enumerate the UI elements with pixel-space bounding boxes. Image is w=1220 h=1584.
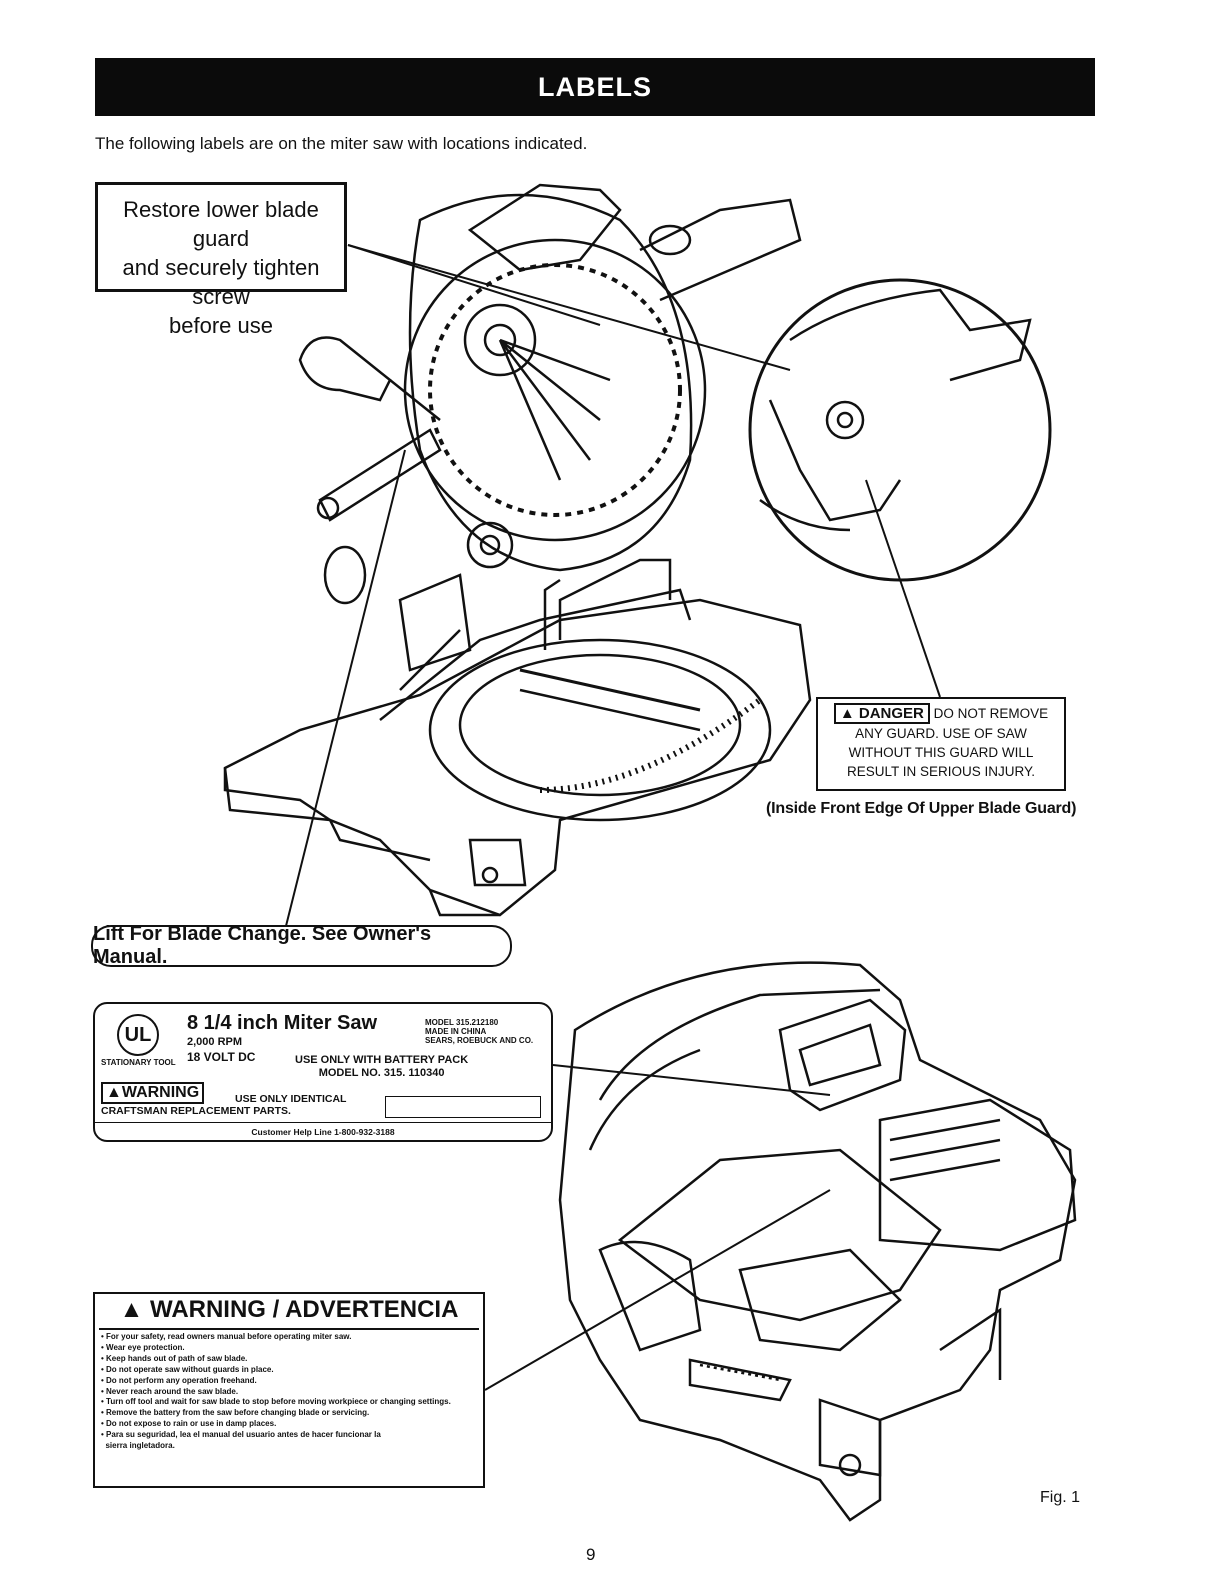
intro-text: The following labels are on the miter sa… <box>95 134 588 153</box>
guard-label-line: Restore lower blade guard <box>123 197 319 251</box>
danger-line: RESULT IN SERIOUS INJURY. <box>846 764 1036 779</box>
danger-label-caption: (Inside Front Edge Of Upper Blade Guard) <box>766 800 1077 817</box>
section-header: LABELS <box>95 58 1095 116</box>
danger-line: ANY GUARD. USE OF SAW <box>855 726 1027 741</box>
guard-label-line: before use <box>169 313 273 338</box>
list-item: • For your safety, read owners manual be… <box>101 1332 352 1341</box>
danger-line: WITHOUT THIS GUARD WILL <box>848 745 1034 760</box>
blade-guard-label: Restore lower blade guard and securely t… <box>95 182 347 338</box>
rating-battery-block: USE ONLY WITH BATTERY PACK MODEL NO. 315… <box>295 1054 468 1080</box>
list-item: • Turn off tool and wait for saw blade t… <box>101 1397 451 1407</box>
danger-badge: ▲ DANGER <box>833 703 930 724</box>
guard-label-line: and securely tighten screw <box>122 255 320 309</box>
danger-badge-text: DANGER <box>858 705 924 722</box>
list-item: • Never reach around the saw blade. <box>101 1386 239 1396</box>
divider <box>95 1122 551 1123</box>
figure-label: Fig. 1 <box>1040 1489 1081 1506</box>
ul-logo: UL <box>117 1014 159 1056</box>
rating-label: UL STATIONARY TOOL 8 1/4 inch Miter Saw … <box>93 1002 553 1142</box>
warning-text: CRAFTSMAN REPLACEMENT PARTS. <box>101 1105 291 1117</box>
warning-panel: ▲ WARNING / ADVERTENCIA • For your safet… <box>93 1292 485 1488</box>
warning-panel-title: ▲ WARNING / ADVERTENCIA <box>119 1296 459 1323</box>
list-item: • Keep hands out of path of saw blade. <box>101 1353 248 1363</box>
warning-badge-text: WARNING <box>121 1084 200 1101</box>
battery-line: MODEL NO. 315. 110340 <box>318 1067 445 1079</box>
list-item: sierra ingletadora. <box>105 1441 175 1451</box>
rating-title: 8 1/4 inch Miter Saw <box>187 1012 378 1034</box>
page-number: 9 <box>586 1545 596 1564</box>
rating-model-block: MODEL 315.212180 MADE IN CHINA SEARS, RO… <box>425 1018 533 1045</box>
ul-tool-text: STATIONARY TOOL <box>101 1058 176 1067</box>
list-item: • Do not expose to rain or use in damp p… <box>101 1419 277 1429</box>
battery-line: USE ONLY WITH BATTERY PACK <box>295 1054 469 1066</box>
list-item: • Remove the battery from the saw before… <box>101 1408 370 1418</box>
customer-help-line: Customer Help Line 1-800-932-3188 <box>251 1127 395 1137</box>
list-item: • Wear eye protection. <box>101 1342 185 1352</box>
list-item: • Para su seguridad, lea el manual del u… <box>101 1430 381 1440</box>
rating-voltage: 18 VOLT DC <box>187 1050 256 1064</box>
warning-badge: ▲WARNING <box>101 1082 205 1104</box>
danger-line: DO NOT REMOVE <box>933 706 1049 721</box>
divider <box>99 1328 479 1330</box>
list-item: • Do not perform any operation freehand. <box>101 1375 257 1385</box>
warning-text: USE ONLY IDENTICAL <box>235 1093 347 1105</box>
warning-list: • For your safety, read owners manual be… <box>101 1332 451 1452</box>
blank-serial-box <box>385 1096 541 1118</box>
lift-label: Lift For Blade Change. See Owner's Manua… <box>91 923 512 968</box>
rating-rpm: 2,000 RPM <box>187 1036 243 1048</box>
warning-panel-title-text: WARNING / ADVERTENCIA <box>149 1296 459 1323</box>
model-line: MODEL 315.212180 <box>425 1018 499 1027</box>
list-item: • Do not operate saw without guards in p… <box>101 1364 274 1374</box>
danger-label: ▲ DANGER DO NOT REMOVE ANY GUARD. USE OF… <box>816 697 1066 791</box>
model-line: MADE IN CHINA <box>425 1027 487 1036</box>
model-line: SEARS, ROEBUCK AND CO. <box>425 1036 534 1045</box>
